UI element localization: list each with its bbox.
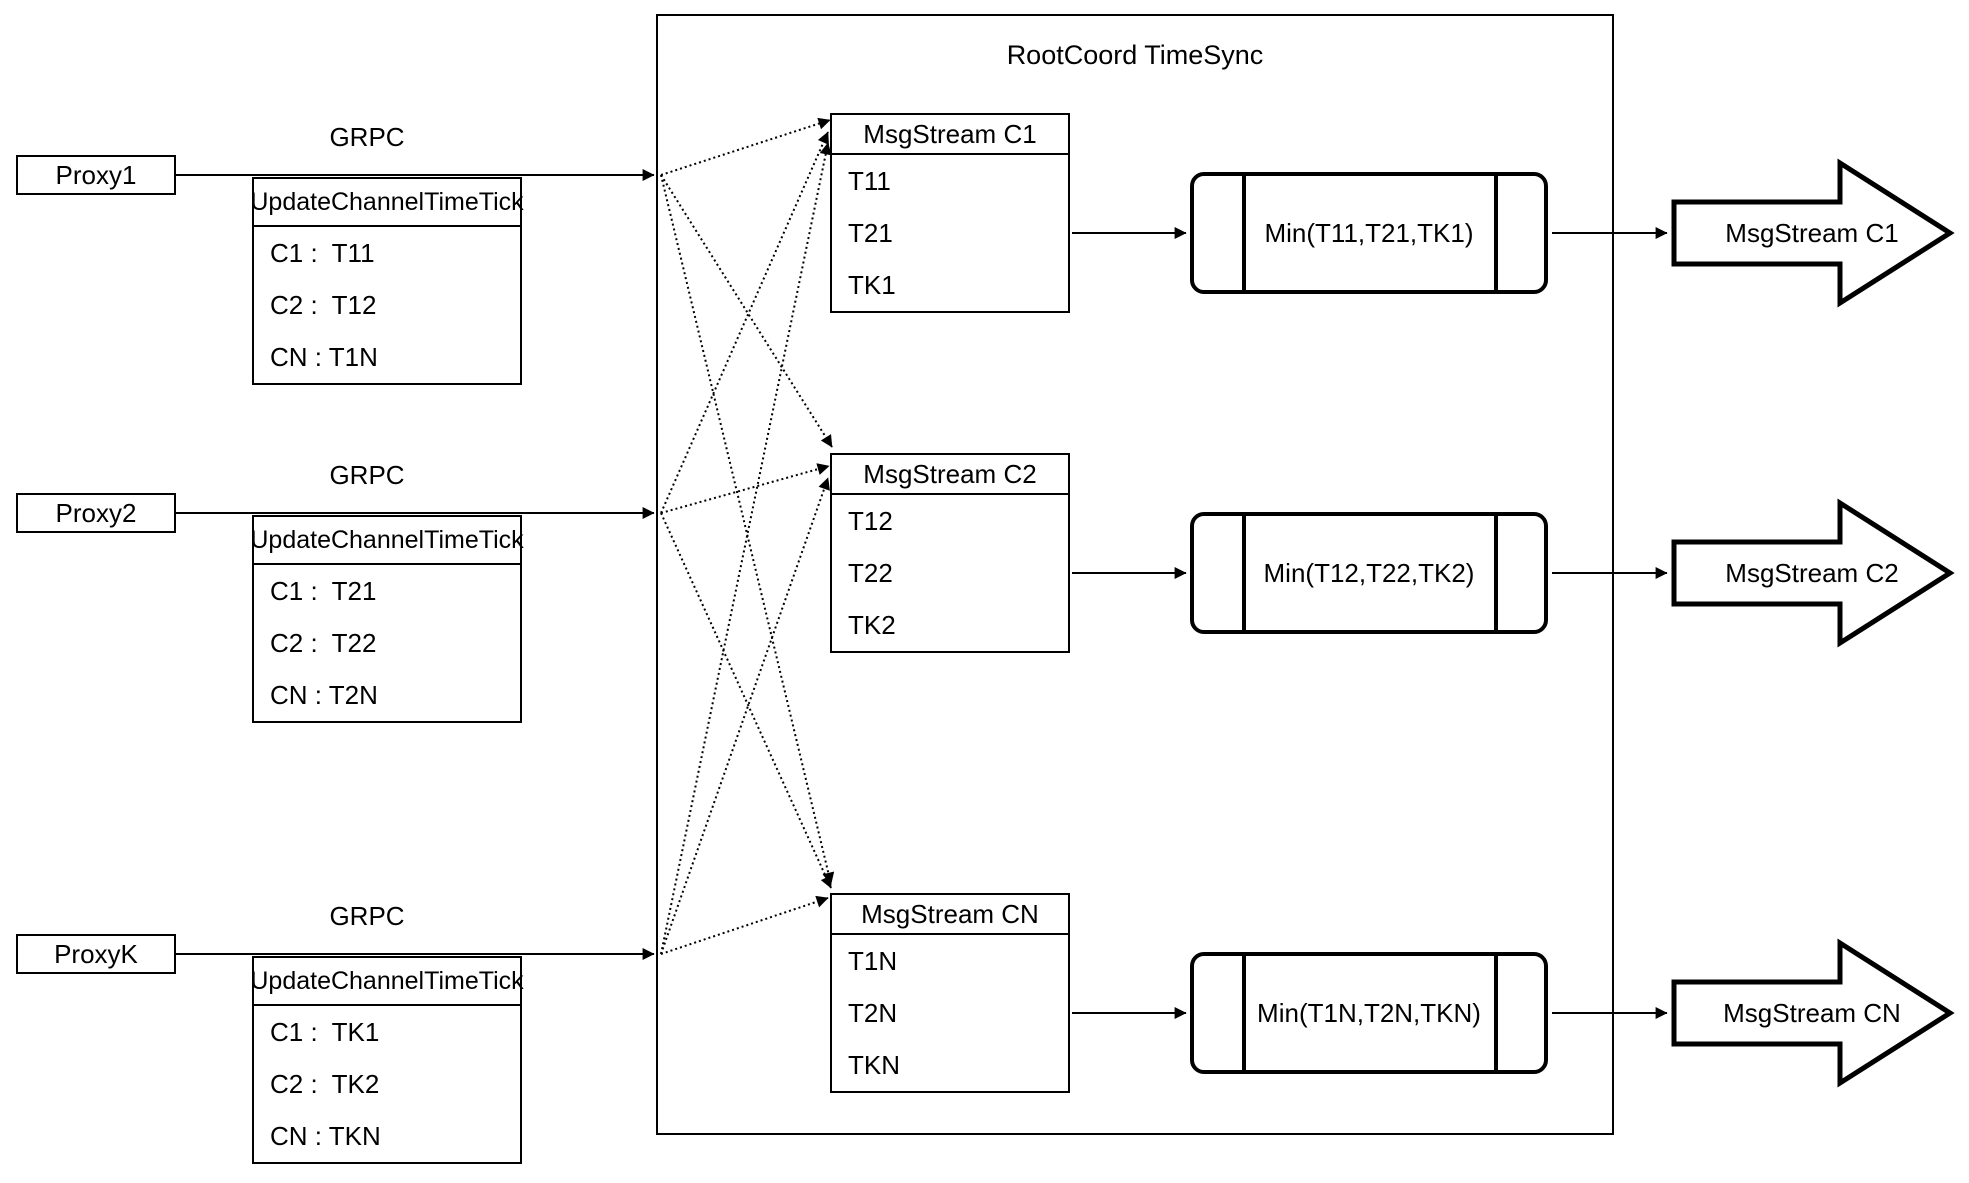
grpc-label-2: GRPC xyxy=(329,459,405,490)
dotted-arrow-p1-c1 xyxy=(660,117,831,176)
min-box-cn-label: Min(T1N,T2N,TKN) xyxy=(1257,997,1481,1028)
dotted-arrow-p1-c2 xyxy=(660,174,833,448)
msgstream-cn-table: MsgStream CN T1N T2N TKN xyxy=(830,893,1070,1093)
msgstream-c2-row: T12 xyxy=(848,505,893,536)
proxy2-label: Proxy2 xyxy=(55,497,137,528)
min-box-left-bar xyxy=(1242,516,1246,630)
msgstream-cn-row: T2N xyxy=(848,997,898,1028)
proxyk-box: ProxyK xyxy=(16,934,176,974)
msgstream-c1-row: T11 xyxy=(848,165,891,196)
min-box-right-bar xyxy=(1494,956,1498,1070)
proxy1-table-row: C1 : T11 xyxy=(270,237,375,268)
msgstream-cn-row: TKN xyxy=(848,1049,900,1080)
dotted-arrow-p1-cn xyxy=(660,174,835,885)
dotted-arrow-pk-cn xyxy=(660,895,829,955)
min-box-c1: Min(T11,T21,TK1) xyxy=(1190,172,1548,294)
msgstream-cn-header: MsgStream CN xyxy=(832,895,1068,935)
proxy1-table-row: C2 : T12 xyxy=(270,289,377,320)
dotted-arrow-p2-c1 xyxy=(660,131,829,514)
rootcoord-container-box xyxy=(656,14,1614,1135)
proxyk-timetick-table: UpdateChannelTimeTick C1 : TK1 C2 : TK2 … xyxy=(250,956,524,1164)
min-box-c2-label: Min(T12,T22,TK2) xyxy=(1263,557,1475,588)
output-arrow-shape-c1 xyxy=(1671,158,1955,308)
output-arrow-c1-label: MsgStream C1 xyxy=(1725,217,1899,248)
proxyk-table-row: C1 : TK1 xyxy=(270,1016,380,1047)
output-arrow-shape-cn xyxy=(1671,938,1955,1088)
grpc-label-3: GRPC xyxy=(329,900,405,931)
min-box-left-bar xyxy=(1242,176,1246,290)
msgstream-c2-row: T22 xyxy=(848,557,893,588)
proxyk-table-row: C2 : TK2 xyxy=(270,1068,380,1099)
msgstream-c1-header: MsgStream C1 xyxy=(832,115,1068,155)
msgstream-c1-row: TK1 xyxy=(848,269,896,300)
min-box-c2: Min(T12,T22,TK2) xyxy=(1190,512,1548,634)
proxyk-table-row: CN : TKN xyxy=(270,1120,381,1151)
msgstream-c2-table: MsgStream C2 T12 T22 TK2 xyxy=(830,453,1070,653)
output-arrow-shape-c2 xyxy=(1671,498,1955,648)
min-box-cn: Min(T1N,T2N,TKN) xyxy=(1190,952,1548,1074)
proxy1-timetick-table: UpdateChannelTimeTick C1 : T11 C2 : T12 … xyxy=(250,177,524,385)
proxy1-label: Proxy1 xyxy=(55,159,137,190)
proxyk-table-header: UpdateChannelTimeTick xyxy=(250,958,524,1006)
proxy2-table-row: C2 : T22 xyxy=(270,627,377,658)
min-box-right-bar xyxy=(1494,176,1498,290)
proxy2-timetick-table: UpdateChannelTimeTick C1 : T21 C2 : T22 … xyxy=(250,515,524,723)
proxy2-box: Proxy2 xyxy=(16,493,176,533)
dotted-arrow-pk-c2 xyxy=(660,477,830,955)
msgstream-cn-row: T1N xyxy=(848,945,898,976)
dotted-arrow-p2-c2 xyxy=(660,463,830,514)
msgstream-c1-table: MsgStream C1 T11 T21 TK1 xyxy=(830,113,1070,313)
proxyk-label: ProxyK xyxy=(54,938,138,969)
proxy1-box: Proxy1 xyxy=(16,155,176,195)
proxy1-table-row: CN : T1N xyxy=(270,341,378,372)
dotted-arrow-pk-c1 xyxy=(660,142,832,955)
rootcoord-title: RootCoord TimeSync xyxy=(1006,40,1264,70)
proxy2-table-row: CN : T2N xyxy=(270,679,378,710)
min-box-left-bar xyxy=(1242,956,1246,1070)
dotted-arrow-p2-cn xyxy=(660,512,832,889)
output-arrow-c2-label: MsgStream C2 xyxy=(1725,557,1899,588)
min-box-right-bar xyxy=(1494,516,1498,630)
output-arrow-cn-label: MsgStream CN xyxy=(1723,997,1901,1028)
msgstream-c1-row: T21 xyxy=(848,217,893,248)
msgstream-c2-header: MsgStream C2 xyxy=(832,455,1068,495)
proxy1-table-header: UpdateChannelTimeTick xyxy=(250,179,524,227)
proxy2-table-row: C1 : T21 xyxy=(270,575,377,606)
min-box-c1-label: Min(T11,T21,TK1) xyxy=(1264,217,1474,248)
grpc-label-1: GRPC xyxy=(329,121,405,152)
msgstream-c2-row: TK2 xyxy=(848,609,896,640)
proxy2-table-header: UpdateChannelTimeTick xyxy=(250,517,524,565)
